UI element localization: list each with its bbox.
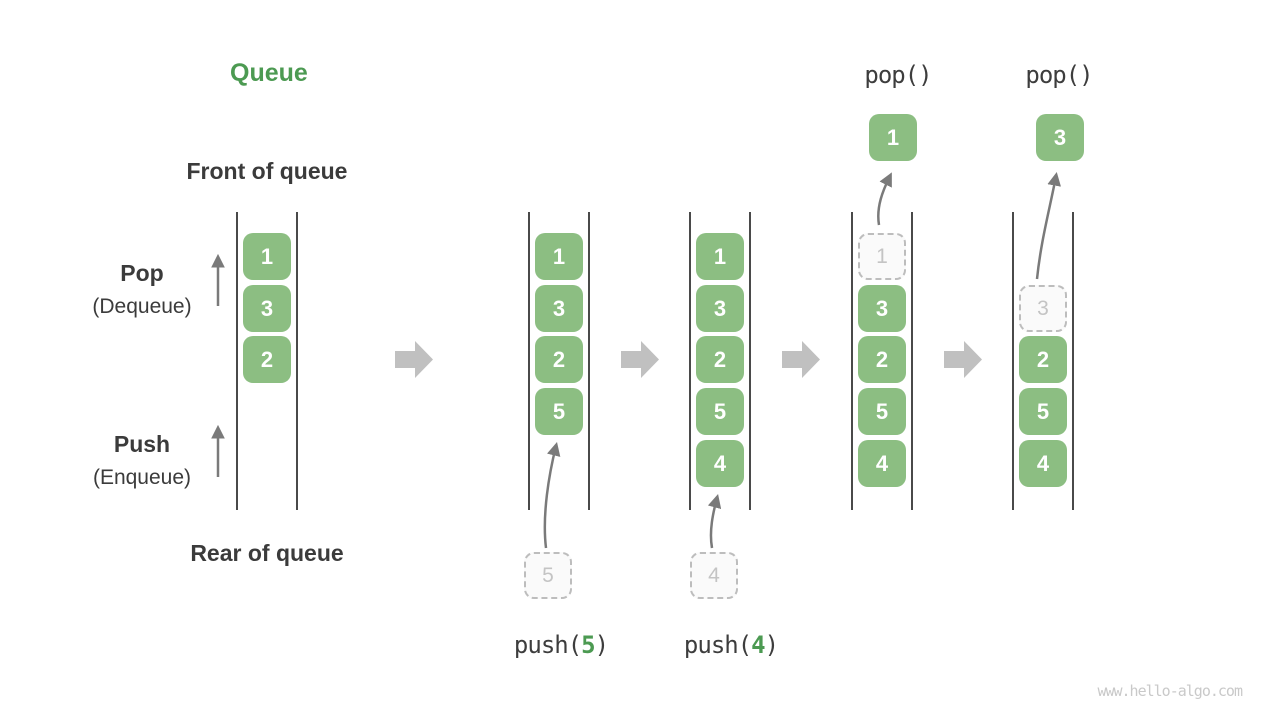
rear-of-queue-label: Rear of queue xyxy=(190,540,344,566)
popped-item: 3 xyxy=(1036,114,1084,161)
step-arrow-4-icon xyxy=(944,341,982,378)
queue-item: 2 xyxy=(696,336,744,383)
queue-item: 2 xyxy=(243,336,291,383)
step-arrow-3-icon xyxy=(782,341,820,378)
push-side-label: Push (Enqueue) xyxy=(42,431,242,490)
queue-item: 5 xyxy=(858,388,906,435)
push-arg-text: 5 xyxy=(581,631,595,659)
pop-side-label: Pop (Dequeue) xyxy=(42,260,242,319)
step-arrow-1-icon xyxy=(395,341,433,378)
push-fn-text: push( xyxy=(513,631,582,659)
front-of-queue-label: Front of queue xyxy=(186,158,348,184)
queue-item: 4 xyxy=(858,440,906,487)
column-wall xyxy=(689,212,691,510)
pop-label: Pop xyxy=(120,260,164,286)
queue-item: 5 xyxy=(696,388,744,435)
removed-item-ghost: 1 xyxy=(858,233,906,280)
push-fn-text: push( xyxy=(683,631,752,659)
pop-1-arrow-icon xyxy=(877,172,892,226)
push-4-arrow-icon xyxy=(707,494,722,549)
queue-item: 5 xyxy=(535,388,583,435)
column-wall xyxy=(1072,212,1074,510)
popped-item: 1 xyxy=(869,114,917,161)
column-wall xyxy=(296,212,298,510)
column-wall xyxy=(1012,212,1014,510)
dequeue-label: (Dequeue) xyxy=(92,295,192,318)
push-arg-text: 4 xyxy=(751,631,765,659)
diagram-title: Queue xyxy=(230,59,308,87)
queue-item: 3 xyxy=(535,285,583,332)
pop-3-arrow-icon xyxy=(1035,171,1061,280)
push-4-call-label: push(4) xyxy=(683,631,779,659)
enqueue-label: (Enqueue) xyxy=(92,466,192,489)
column-wall xyxy=(911,212,913,510)
column-wall xyxy=(236,212,238,510)
pop-call-label: pop() xyxy=(864,61,932,89)
queue-item: 2 xyxy=(535,336,583,383)
incoming-item-ghost: 4 xyxy=(690,552,738,599)
queue-item: 3 xyxy=(243,285,291,332)
column-wall xyxy=(528,212,530,510)
push-5-arrow-icon xyxy=(543,441,561,549)
watermark: www.hello-algo.com xyxy=(1097,682,1243,700)
queue-item: 2 xyxy=(1019,336,1067,383)
queue-item: 1 xyxy=(243,233,291,280)
column-wall xyxy=(749,212,751,510)
queue-item: 5 xyxy=(1019,388,1067,435)
queue-item: 4 xyxy=(1019,440,1067,487)
queue-item: 3 xyxy=(858,285,906,332)
push-5-call-label: push(5) xyxy=(513,631,609,659)
incoming-item-ghost: 5 xyxy=(524,552,572,599)
step-arrow-2-icon xyxy=(621,341,659,378)
queue-item: 1 xyxy=(535,233,583,280)
push-close-text: ) xyxy=(594,631,609,659)
removed-item-ghost: 3 xyxy=(1019,285,1067,332)
queue-item: 1 xyxy=(696,233,744,280)
column-wall xyxy=(588,212,590,510)
queue-item: 4 xyxy=(696,440,744,487)
push-label: Push xyxy=(113,431,171,457)
push-close-text: ) xyxy=(764,631,779,659)
pop-call-label: pop() xyxy=(1025,61,1093,89)
column-wall xyxy=(851,212,853,510)
queue-item: 2 xyxy=(858,336,906,383)
queue-item: 3 xyxy=(696,285,744,332)
